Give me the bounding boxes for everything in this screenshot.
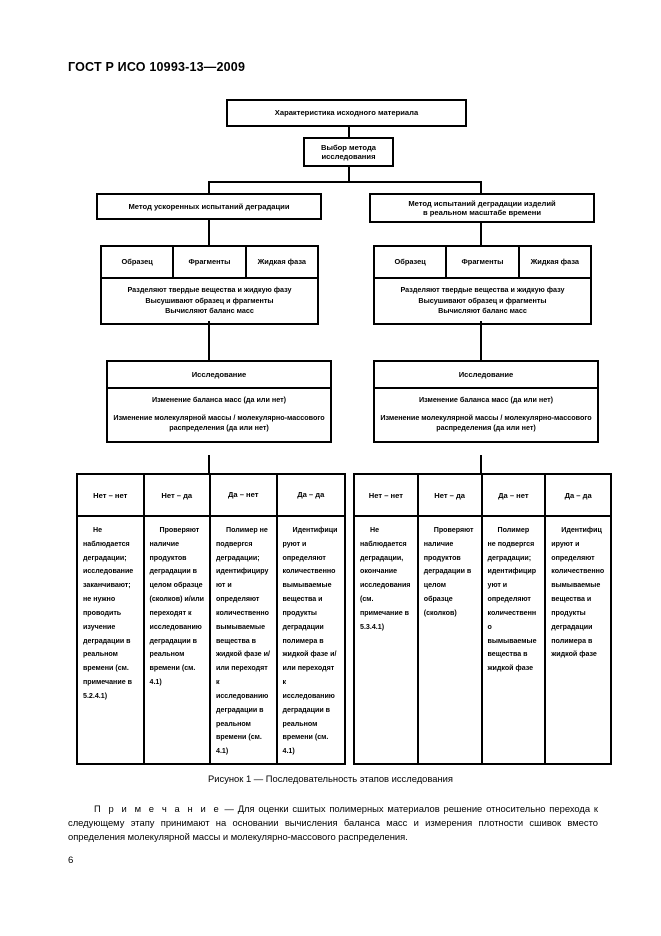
sample-cell-liquid-phase: Жидкая фаза	[530, 256, 580, 266]
outcome-text-no-no: Не наблюдается деградации, окончание исс…	[360, 526, 411, 631]
connector-sample-to-research-right	[480, 321, 482, 360]
outcome-text-yes-yes: Идентифицируют и определяют количественн…	[551, 526, 605, 659]
outcome-column: Нет – нет Не наблюдается деградации, око…	[355, 475, 419, 763]
method-realtime-line1: Метод испытаний деградации изделий	[408, 198, 556, 208]
connector-sample-to-research-left	[208, 321, 210, 360]
box-characteristic-label: Характеристика исходного материала	[274, 108, 419, 118]
page-number: 6	[68, 855, 74, 866]
sample-procedure-line2: Высушивают образец и фрагменты	[418, 295, 547, 305]
outcome-header-yes-yes: Да – да	[277, 475, 344, 517]
sample-cell-fragments: Фрагменты	[174, 247, 247, 277]
box-method-choice: Выбор метода исследования	[303, 137, 394, 167]
connector-research-to-outcomes-left	[208, 455, 210, 473]
research-title: Исследование	[375, 362, 597, 389]
sample-group-realtime: Образец Фрагменты Жидкая фаза Разделяют …	[373, 245, 592, 325]
sample-cells-row: Образец Фрагменты Жидкая фаза	[375, 247, 590, 279]
connector-realtime-to-sample	[480, 223, 482, 245]
outcome-column: Нет – да Проверяют наличие продуктов дег…	[144, 475, 211, 763]
outcome-header-yes-no: Да – нет	[482, 475, 545, 517]
outcome-text-no-yes: Проверяют наличие продуктов деградации в…	[149, 526, 204, 687]
sample-cells-row: Образец Фрагменты Жидкая фаза	[102, 247, 317, 279]
method-choice-line1: Выбор метода	[321, 142, 376, 152]
method-realtime-line2: в реальном масштабе времени	[423, 208, 541, 217]
research-molecular-mass: Изменение молекулярной массы / молекуляр…	[113, 413, 325, 433]
outcome-column: Да – да Идентифицируют и определяют коли…	[546, 475, 610, 763]
box-method-accelerated: Метод ускоренных испытаний деградации	[96, 193, 322, 220]
outcome-text-no-no: Не наблюдается деградации; исследование …	[83, 526, 134, 700]
outcome-table-accelerated: Нет – нет Не наблюдается деградации; исс…	[76, 473, 346, 765]
outcome-header-yes-yes: Да – да	[546, 475, 610, 517]
research-group-accelerated: Исследование Изменение баланса масс (да …	[106, 360, 332, 444]
outcome-text-yes-no: Полимер не подвергся деградации; идентиф…	[487, 526, 537, 673]
connector-accelerated-to-sample	[208, 220, 210, 245]
sample-cell-liquid-phase: Жидкая фаза	[257, 256, 307, 266]
connector-split-left	[208, 181, 210, 193]
sample-procedure-line3: Вычисляют баланс масс	[165, 306, 254, 316]
outcome-column: Да – нет Полимер не подвергся деградации…	[482, 475, 547, 763]
connector-research-to-outcomes-right	[480, 455, 482, 473]
note-label: П р и м е ч а н и е	[94, 803, 221, 814]
method-accelerated-label: Метод ускоренных испытаний деградации	[128, 201, 290, 211]
sample-procedure-line1: Разделяют твердые вещества и жидкую фазу	[127, 285, 292, 295]
note-dash: —	[220, 803, 238, 814]
research-title: Исследование	[108, 362, 330, 389]
outcome-header-no-no: Нет – нет	[78, 475, 143, 517]
sample-procedure-text: Разделяют твердые вещества и жидкую фазу…	[375, 279, 590, 323]
outcome-column: Нет – нет Не наблюдается деградации; исс…	[78, 475, 145, 763]
sample-cell-specimen: Образец	[102, 247, 175, 277]
research-mass-balance: Изменение баланса масс (да или нет)	[151, 395, 287, 404]
box-source-material-characteristic: Характеристика исходного материала	[226, 99, 467, 127]
connector-split-horizontal	[208, 181, 482, 183]
connector-characteristic-to-choice	[348, 127, 350, 137]
sample-procedure-line1: Разделяют твердые вещества и жидкую фазу	[400, 285, 565, 295]
note-paragraph: П р и м е ч а н и е — Для оценки сшитых …	[68, 802, 598, 844]
outcome-table-realtime: Нет – нет Не наблюдается деградации, око…	[353, 473, 612, 765]
sample-cell-fragments: Фрагменты	[447, 247, 520, 277]
figure-caption: Рисунок 1 — Последовательность этапов ис…	[208, 773, 453, 784]
outcome-header-no-no: Нет – нет	[355, 475, 417, 517]
research-molecular-mass: Изменение молекулярной массы / молекуляр…	[380, 413, 592, 433]
box-method-realtime: Метод испытаний деградации изделий в реа…	[369, 193, 595, 223]
outcome-text-yes-yes: Идентифицируют и определяют количественн…	[282, 525, 338, 756]
document-header: ГОСТ Р ИСО 10993-13—2009	[68, 60, 246, 74]
outcome-header-yes-no: Да – нет	[211, 475, 276, 517]
note-text: Для оценки сшитых полимерных материалов …	[68, 803, 598, 843]
connector-choice-to-split	[348, 167, 350, 181]
research-body: Изменение баланса масс (да или нет) Изме…	[375, 389, 597, 441]
outcome-header-no-yes: Нет – да	[144, 475, 209, 517]
sample-cell-specimen: Образец	[375, 247, 448, 277]
research-body: Изменение баланса масс (да или нет) Изме…	[108, 389, 330, 441]
outcome-text-yes-no: Полимер не подвергся деградации; идентиф…	[216, 525, 270, 756]
outcome-column: Да – нет Полимер не подвергся деградации…	[211, 475, 278, 763]
research-mass-balance: Изменение баланса масс (да или нет)	[418, 395, 554, 404]
outcome-header-no-yes: Нет – да	[418, 475, 481, 517]
sample-group-accelerated: Образец Фрагменты Жидкая фаза Разделяют …	[100, 245, 319, 325]
method-choice-line2: исследования	[321, 152, 376, 161]
outcome-column: Нет – да Проверяют наличие продуктов дег…	[418, 475, 483, 763]
sample-procedure-text: Разделяют твердые вещества и жидкую фазу…	[102, 279, 317, 323]
sample-procedure-line2: Высушивают образец и фрагменты	[145, 295, 274, 305]
connector-split-right	[480, 181, 482, 193]
outcome-column: Да – да Идентифицируют и определяют коли…	[277, 475, 344, 763]
outcome-text-no-yes: Проверяют наличие продуктов деградации в…	[423, 526, 474, 617]
research-group-realtime: Исследование Изменение баланса масс (да …	[373, 360, 599, 444]
sample-procedure-line3: Вычисляют баланс масс	[438, 306, 527, 316]
